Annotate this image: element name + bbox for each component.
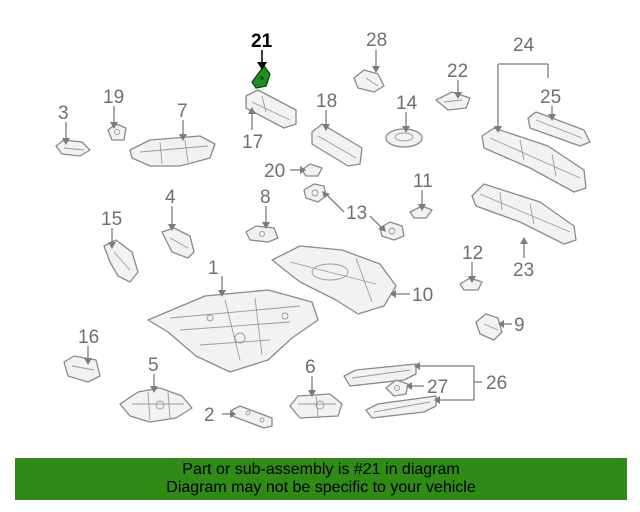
callout-4: 4 xyxy=(165,187,176,208)
callout-16: 16 xyxy=(78,327,99,348)
info-banner-line-1: Part or sub-assembly is #21 in diagram xyxy=(182,461,460,478)
callout-6: 6 xyxy=(305,357,316,378)
part-2-bracket[interactable] xyxy=(231,405,273,429)
part-20-clip[interactable] xyxy=(301,163,323,177)
callout-11: 11 xyxy=(413,171,433,192)
part-9-bracket[interactable] xyxy=(475,313,503,341)
callout-28: 28 xyxy=(366,30,387,51)
callout-24: 24 xyxy=(513,35,535,56)
part-27-clip[interactable] xyxy=(385,379,409,397)
part-25-member[interactable] xyxy=(527,111,591,147)
callout-22: 22 xyxy=(447,61,468,82)
callout-14: 14 xyxy=(396,93,418,114)
part-19-bracket[interactable] xyxy=(107,123,127,141)
callout-3: 3 xyxy=(58,103,69,124)
part-5-crossmember[interactable] xyxy=(119,387,193,423)
callout-8: 8 xyxy=(260,187,271,208)
part-26-rocker-lower[interactable] xyxy=(365,395,437,419)
part-1-floor-pan[interactable] xyxy=(147,289,319,373)
part-21-highlighted[interactable] xyxy=(251,64,271,89)
part-10-rear-floor[interactable] xyxy=(271,245,397,315)
part-28-bracket[interactable] xyxy=(353,69,385,93)
callout-18: 18 xyxy=(316,91,337,112)
part-15-bracket[interactable] xyxy=(103,239,139,283)
leader-lines xyxy=(62,50,556,418)
part-13-clip-right[interactable] xyxy=(379,221,405,241)
part-7-floor-section[interactable] xyxy=(129,135,216,167)
callout-1: 1 xyxy=(208,258,219,279)
part-14-grommet[interactable] xyxy=(385,128,423,148)
part-3-clip[interactable] xyxy=(55,139,91,157)
callout-27: 27 xyxy=(427,377,448,398)
callout-19: 19 xyxy=(103,87,124,108)
callout-2: 2 xyxy=(204,405,215,426)
part-16-plate[interactable] xyxy=(63,355,101,383)
callout-13: 13 xyxy=(346,203,367,224)
callout-25: 25 xyxy=(540,87,561,108)
info-banner-line-2: Diagram may not be specific to your vehi… xyxy=(166,479,476,496)
callout-9: 9 xyxy=(514,315,525,336)
part-6-crossmember[interactable] xyxy=(289,393,343,419)
info-banner: Part or sub-assembly is #21 in diagram D… xyxy=(15,458,627,500)
callout-17: 17 xyxy=(242,132,263,153)
callout-7: 7 xyxy=(177,101,188,122)
part-17-reinforcement[interactable] xyxy=(245,89,297,129)
part-4-panel[interactable] xyxy=(161,227,195,259)
part-22-bracket[interactable] xyxy=(435,91,471,111)
callout-21-highlighted: 21 xyxy=(251,31,273,52)
callout-10: 10 xyxy=(412,285,433,306)
part-18-member[interactable] xyxy=(311,123,363,167)
part-23-rear-rail[interactable] xyxy=(471,183,577,245)
callout-20: 20 xyxy=(264,161,285,182)
callout-5: 5 xyxy=(148,355,159,376)
callout-23: 23 xyxy=(513,260,534,281)
callout-labels: 1 2 3 4 5 6 7 8 9 10 11 12 13 14 15 16 1… xyxy=(58,30,561,426)
callout-26: 26 xyxy=(486,373,507,394)
callout-12: 12 xyxy=(462,243,483,264)
part-8-bracket[interactable] xyxy=(245,225,279,243)
callout-15: 15 xyxy=(101,209,122,230)
part-24-side-member[interactable] xyxy=(481,127,587,193)
part-12-bracket[interactable] xyxy=(459,277,483,291)
